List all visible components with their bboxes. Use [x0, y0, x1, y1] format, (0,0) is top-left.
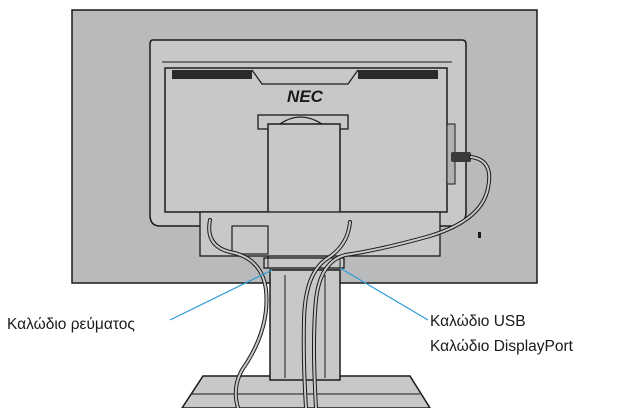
- label-usb-cable: Καλώδιο USB: [430, 313, 526, 330]
- side-port-panel: [446, 123, 471, 185]
- cable-clip: [263, 257, 345, 269]
- indicator-mark: [478, 232, 481, 238]
- label-power-cable: Καλώδιο ρεύματος: [7, 316, 135, 333]
- vent-grille-right: [358, 70, 438, 79]
- leader-line-power: [169, 269, 273, 321]
- housing-lower: [199, 211, 441, 257]
- stand-neck: [269, 269, 341, 381]
- leader-line-usb-dp: [339, 267, 429, 321]
- usb-plug: [451, 152, 471, 162]
- vent-grille-left: [172, 70, 252, 79]
- cables: [207, 155, 492, 410]
- label-displayport-cable: Καλώδιο DisplayPort: [430, 338, 573, 355]
- nec-logo: NEC: [287, 87, 324, 106]
